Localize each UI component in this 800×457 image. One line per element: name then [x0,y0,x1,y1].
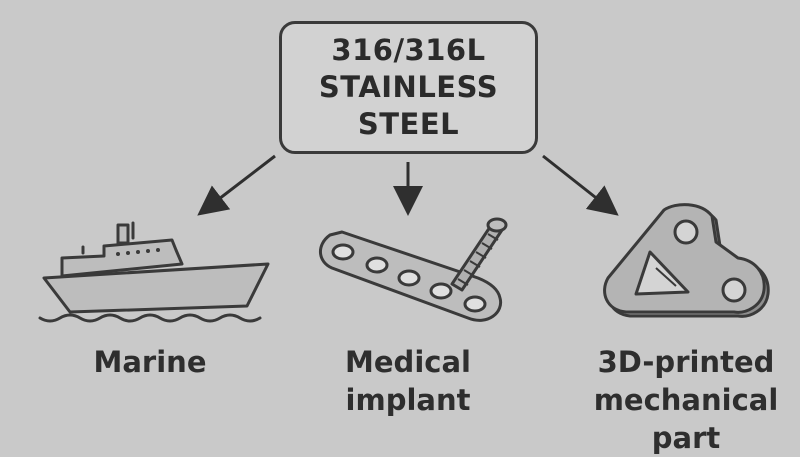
label-printed-line-1: 3D-printed [597,345,775,379]
label-printed-line-2: mechanical [593,383,779,417]
arrow-to-marine [197,154,276,216]
ship-icon [38,221,270,323]
bone-plate-screw-icon [319,217,508,322]
root-line-2: STAINLESS [318,70,499,104]
label-medical-line-1: Medical [345,345,471,379]
label-marine-line-1: Marine [93,345,207,379]
bracket-part-icon [603,203,770,318]
arrow-to-printed [542,154,619,216]
label-marine: Marine [70,343,230,381]
label-printed: 3D-printed mechanical part [572,343,800,457]
label-printed-line-3: part [651,421,721,455]
label-medical-line-2: implant [345,383,471,417]
root-line-1: 316/316L [331,33,486,67]
root-line-3: STEEL [357,107,460,141]
root-node: 316/316L STAINLESS STEEL [279,21,538,154]
label-medical: Medical implant [320,343,496,419]
